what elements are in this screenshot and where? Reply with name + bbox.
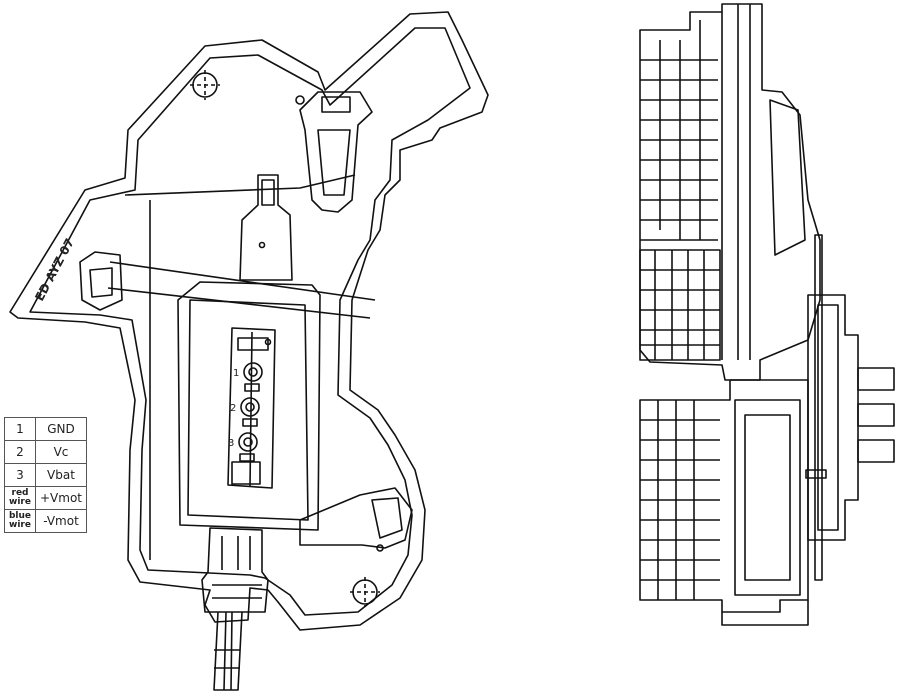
side-pin: [857, 439, 895, 463]
upper-connector-dot: [258, 241, 266, 249]
pinout-table: 1 GND 2 Vc 3 Vbat red wire +Vmot blue wi…: [4, 417, 87, 533]
signal-cell: +Vmot: [35, 486, 87, 510]
left-clip-inner: [89, 267, 113, 298]
center-plate: [177, 281, 321, 531]
front-view: [9, 11, 489, 691]
side-pin: [857, 403, 895, 427]
pin-number-3: 3: [228, 438, 234, 449]
table-row: blue wire -Vmot: [4, 509, 87, 533]
pin-strip-divider: [249, 331, 253, 487]
pin-number-2: 2: [230, 403, 236, 414]
wire-lead-band: [214, 649, 240, 669]
right-clip-dot: [376, 544, 384, 552]
signal-cell: GND: [35, 417, 87, 441]
wire-lead: [213, 611, 243, 691]
bottom-connector: [201, 527, 269, 613]
side-pin: [857, 367, 895, 391]
side-rod: [814, 234, 823, 581]
table-row: 1 GND: [4, 417, 87, 441]
center-plate-border: [187, 299, 309, 521]
top-latch-inner: [317, 129, 351, 196]
signal-cell: -Vmot: [35, 509, 87, 533]
right-clip: [299, 487, 413, 549]
pin-number-1: 1: [233, 368, 239, 379]
pin-cell: 2: [4, 440, 36, 464]
mount-hole-center: [350, 577, 380, 607]
bottom-connector-grip: [212, 584, 262, 599]
table-row: 2 Vc: [4, 440, 87, 464]
side-connector: [807, 294, 859, 541]
housing-rib: [109, 261, 376, 301]
part-marking: ED AYZ 07: [32, 236, 77, 303]
pin-cell: 1: [4, 417, 36, 441]
pin-cell: 3: [4, 463, 36, 487]
table-row: red wire +Vmot: [4, 486, 87, 510]
heatsink-core: [721, 4, 751, 360]
bottom-connector-pin: [221, 536, 251, 570]
terminal-1: [243, 362, 263, 392]
heatsink-fin: [640, 269, 720, 346]
side-connector-inner: [817, 304, 839, 531]
pin-strip-dot: [264, 338, 272, 346]
housing-rib: [107, 287, 371, 319]
base-plate: [721, 600, 809, 626]
terminal-3: [238, 432, 258, 462]
pin-strip-top: [237, 337, 269, 351]
heatsink-fin-ends: [654, 250, 705, 360]
upper-connector-pin: [261, 179, 275, 206]
heatsink-fin: [640, 59, 718, 241]
lower-panel: [734, 399, 801, 596]
table-row: 3 Vbat: [4, 463, 87, 487]
heatsink-fin-ends: [657, 400, 695, 600]
left-clip: [79, 251, 123, 311]
lower-panel-inner: [744, 414, 791, 581]
mount-hole-center: [190, 70, 220, 100]
heatsink-upper: [639, 3, 821, 381]
heatsink-fin-ends: [659, 20, 701, 240]
right-clip-inner: [371, 497, 403, 539]
pin-cell: blue wire: [4, 509, 36, 533]
pin-strip: [227, 327, 276, 489]
heatsink-fin: [640, 419, 720, 581]
pin-strip-bottom: [231, 461, 261, 485]
pin-cell: red wire: [4, 486, 36, 510]
wire-lead-divider: [223, 611, 233, 691]
housing-outline: [9, 11, 489, 631]
heatsink-middle: [639, 249, 721, 361]
top-latch-inner: [321, 96, 351, 113]
terminal-2: [240, 397, 260, 427]
side-rod-tip: [805, 469, 827, 479]
upper-connector: [239, 174, 293, 281]
top-latch: [299, 91, 373, 213]
signal-cell: Vc: [35, 440, 87, 464]
small-hole: [295, 95, 305, 105]
housing-rib: [124, 174, 356, 196]
signal-cell: Vbat: [35, 463, 87, 487]
side-view: [639, 3, 895, 626]
side-panel: [769, 99, 806, 256]
housing-inner: [29, 27, 471, 616]
